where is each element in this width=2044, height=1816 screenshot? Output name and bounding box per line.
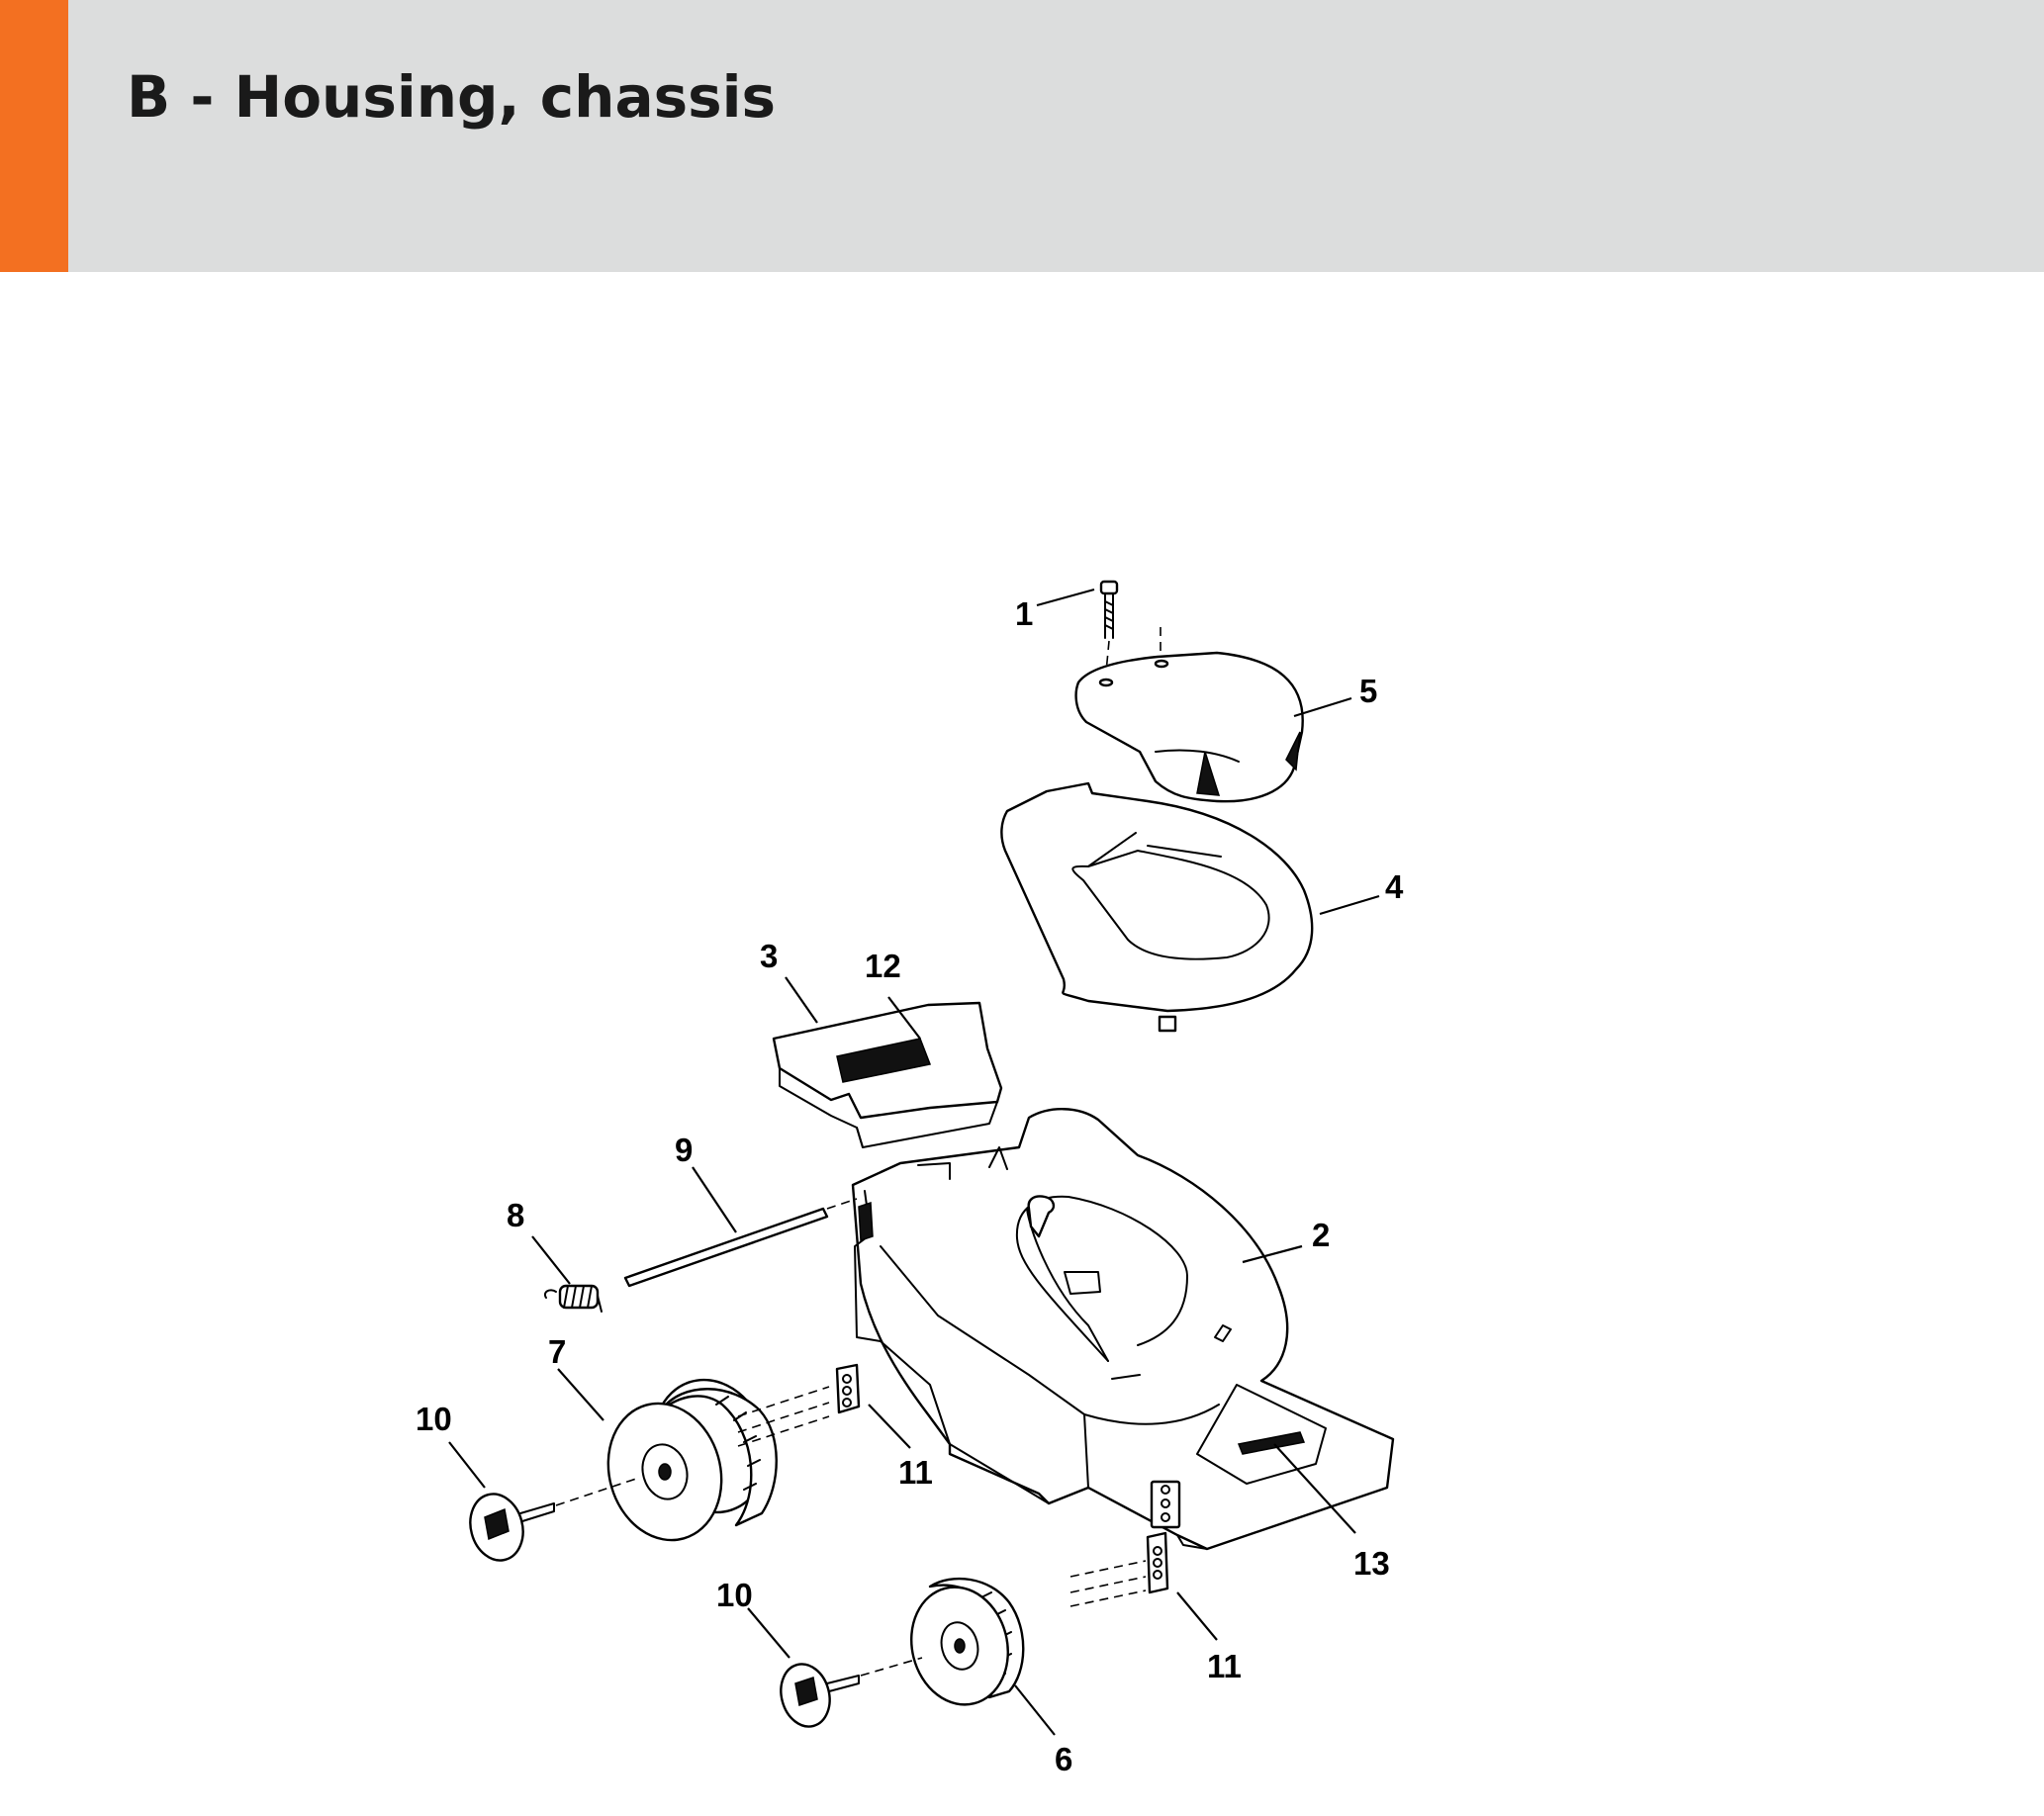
part-hub-cap-front xyxy=(780,1657,923,1728)
part-top-cover xyxy=(1074,651,1304,803)
callout-12: 12 xyxy=(865,948,901,984)
callout-5: 5 xyxy=(1359,673,1377,709)
callout-10-rear: 10 xyxy=(416,1401,452,1437)
part-chassis-deck xyxy=(851,1108,1395,1551)
callout-11-rear: 11 xyxy=(898,1454,933,1491)
callout-8: 8 xyxy=(507,1197,524,1233)
part-bracket-front xyxy=(1146,1531,1169,1594)
callout-4: 4 xyxy=(1385,868,1404,905)
callout-2: 2 xyxy=(1312,1217,1330,1253)
callout-leader-lines xyxy=(448,588,1380,1736)
part-housing-plate xyxy=(1000,781,1314,1033)
page-header: B - Housing, chassis xyxy=(0,0,2044,272)
part-hub-cap-rear xyxy=(469,1477,640,1562)
callout-6: 6 xyxy=(1055,1741,1072,1777)
part-rear-wheel xyxy=(606,1378,830,1542)
part-screw xyxy=(1099,580,1161,683)
callout-13: 13 xyxy=(1353,1545,1390,1582)
header-accent-bar xyxy=(0,0,68,272)
part-axle-rod xyxy=(623,1198,858,1288)
part-front-wheel xyxy=(910,1560,1147,1706)
callout-10-front: 10 xyxy=(716,1577,753,1613)
page-title: B - Housing, chassis xyxy=(127,63,777,131)
callout-7: 7 xyxy=(548,1333,566,1370)
part-rear-flap xyxy=(772,1001,1003,1148)
callout-9: 9 xyxy=(675,1132,693,1168)
part-bracket-rear xyxy=(835,1363,861,1414)
callout-3: 3 xyxy=(760,938,778,974)
callout-1: 1 xyxy=(1015,595,1033,632)
callout-11-front: 11 xyxy=(1207,1648,1242,1684)
part-spring xyxy=(544,1284,603,1313)
